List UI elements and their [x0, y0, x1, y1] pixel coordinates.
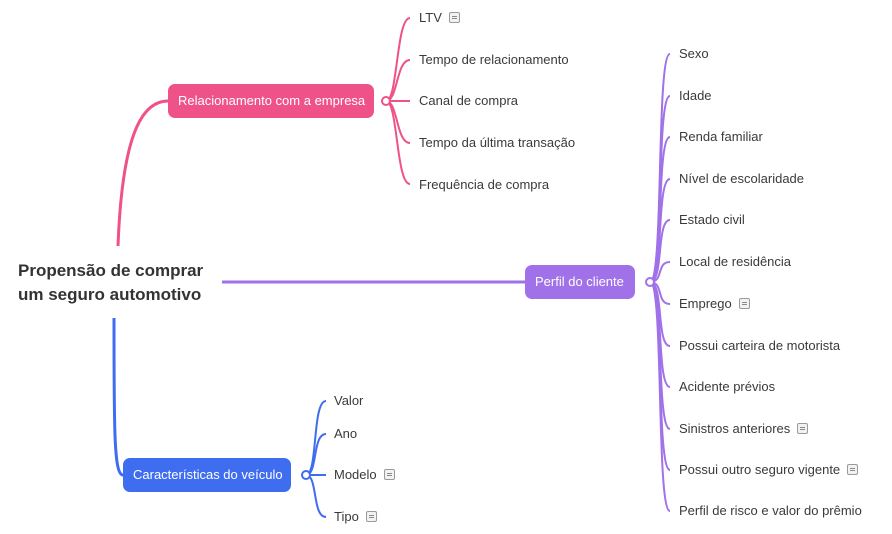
- topic-emprego[interactable]: Emprego: [679, 295, 750, 313]
- central-topic[interactable]: Propensão de comprar um seguro automotiv…: [18, 259, 238, 307]
- topic-nivel-escolaridade[interactable]: Nível de escolaridade: [679, 171, 805, 186]
- note-icon[interactable]: [383, 469, 395, 481]
- topic-outro-seguro[interactable]: Possui outro seguro vigente: [679, 461, 859, 479]
- topic-sinistros-anteriores[interactable]: Sinistros anteriores: [679, 420, 809, 438]
- central-topic-line1: Propensão de comprar: [18, 261, 204, 280]
- topic-sexo[interactable]: Sexo: [679, 46, 709, 61]
- collapse-toggle-relacionamento[interactable]: [381, 96, 391, 106]
- topic-canal-compra[interactable]: Canal de compra: [419, 93, 518, 108]
- central-topic-line2: um seguro automotivo: [18, 285, 202, 304]
- topic-ano[interactable]: Ano: [334, 426, 358, 441]
- branch-veiculo[interactable]: Características do veículo: [123, 458, 291, 492]
- branch-perfil[interactable]: Perfil do cliente: [525, 265, 635, 299]
- note-icon[interactable]: [365, 511, 377, 523]
- note-icon[interactable]: [797, 423, 809, 435]
- topic-frequencia-compra[interactable]: Frequência de compra: [419, 177, 550, 192]
- topic-acidente-previos[interactable]: Acidente prévios: [679, 379, 776, 394]
- topic-tempo-relacionamento[interactable]: Tempo de relacionamento: [419, 52, 569, 67]
- topic-estado-civil[interactable]: Estado civil: [679, 212, 745, 227]
- topic-tempo-ultima-transacao[interactable]: Tempo da última transação: [419, 135, 576, 150]
- topic-perfil-risco[interactable]: Perfil de risco e valor do prêmio: [679, 503, 862, 518]
- collapse-toggle-veiculo[interactable]: [301, 470, 311, 480]
- topic-local-residencia[interactable]: Local de residência: [679, 254, 792, 269]
- topic-valor[interactable]: Valor: [334, 393, 364, 408]
- topic-modelo[interactable]: Modelo: [334, 466, 395, 484]
- topic-carteira-motorista[interactable]: Possui carteira de motorista: [679, 338, 841, 353]
- topic-tipo[interactable]: Tipo: [334, 508, 377, 526]
- note-icon[interactable]: [448, 12, 460, 24]
- note-icon[interactable]: [738, 298, 750, 310]
- link-root-relacionamento: [116, 99, 169, 247]
- topic-ltv[interactable]: LTV: [419, 9, 460, 27]
- note-icon[interactable]: [847, 464, 859, 476]
- branch-relacionamento[interactable]: Relacionamento com a empresa: [168, 84, 374, 118]
- topic-renda-familiar[interactable]: Renda familiar: [679, 129, 763, 144]
- topic-idade[interactable]: Idade: [679, 88, 712, 103]
- link-root-veiculo: [112, 317, 124, 477]
- collapse-toggle-perfil[interactable]: [645, 277, 655, 287]
